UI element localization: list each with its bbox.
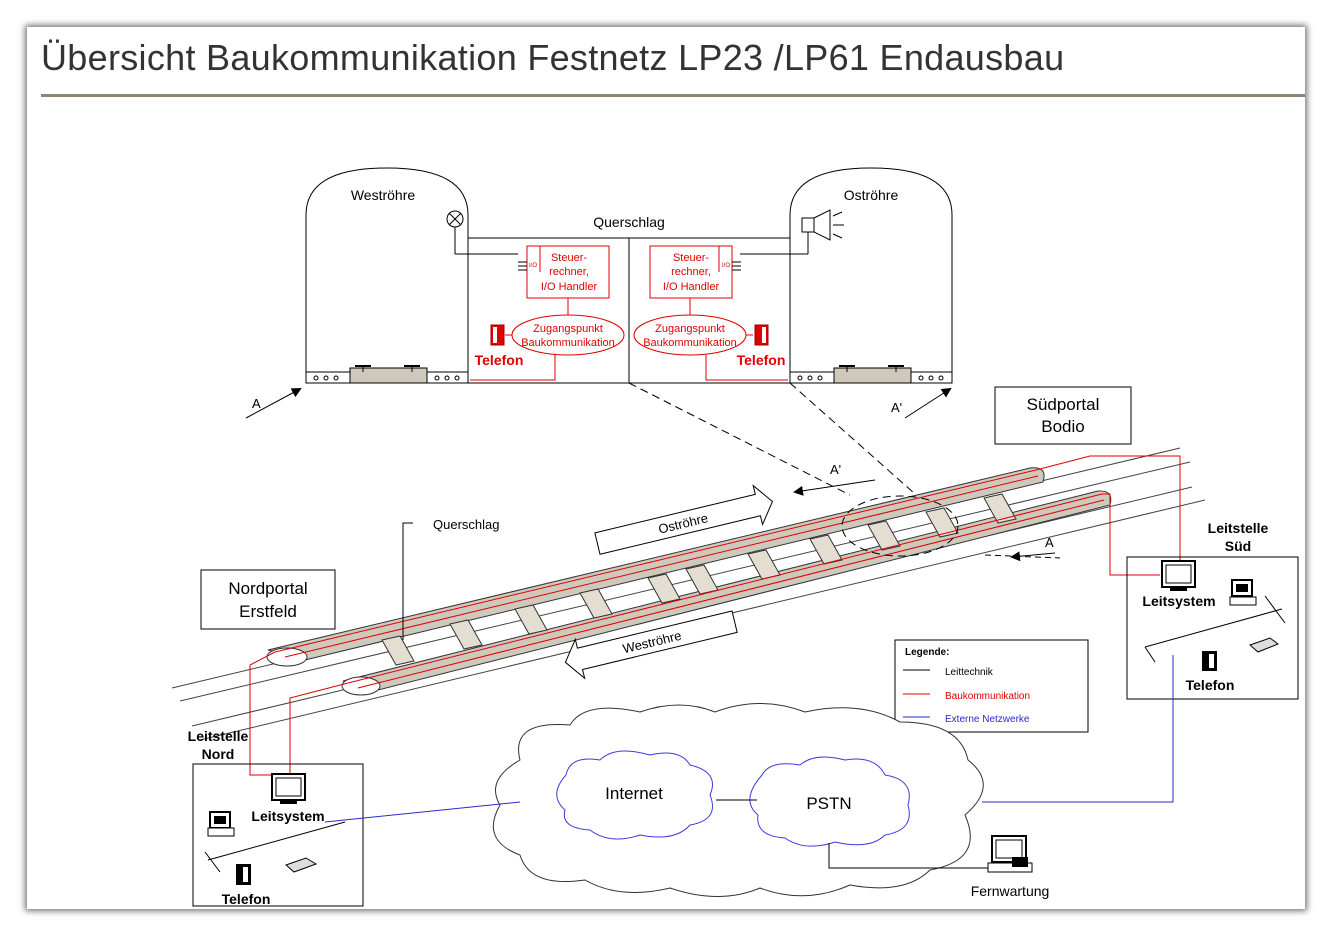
section-a-label-tunnel: A (1045, 535, 1054, 550)
printer-icon (1249, 637, 1280, 653)
controller-left-line1: Steuer- (551, 252, 587, 264)
section-a-label-top: A (252, 396, 261, 411)
lamp-icon (446, 210, 518, 255)
controller-left-io: I/O (529, 263, 537, 269)
section-a-prime-label-top: A' (891, 400, 902, 415)
east-tube-direction-arrow: Oströhre (594, 484, 774, 555)
controller-left: I/O Steuer- rechner, I/O Handler (518, 245, 610, 299)
control-north-phone: Telefon (222, 891, 271, 907)
legend-title: Legende: (905, 647, 949, 658)
east-track (789, 365, 953, 384)
internet-cloud (556, 750, 713, 840)
remote-maintenance-computer-icon (987, 835, 1033, 873)
phone-icon-right (754, 324, 769, 346)
pstn-label: PSTN (806, 794, 851, 813)
north-portal-line2: Erstfeld (239, 602, 297, 621)
access-point-left-line1: Zugangspunkt (533, 323, 603, 335)
east-tube-label: Oströhre (844, 187, 899, 203)
control-north-title1: Leitstelle (188, 728, 249, 744)
controller-right: I/O Steuer- rechner, I/O Handler (649, 245, 741, 299)
control-south-title2: Süd (1225, 538, 1251, 554)
control-north-title2: Nord (202, 746, 235, 762)
pstn-cloud (749, 756, 910, 847)
internet-label: Internet (605, 784, 663, 803)
control-room-south: Leitstelle Süd Leitsystem Telefon (982, 520, 1299, 803)
phone-label-left: Telefon (475, 352, 524, 368)
north-portal-line1: Nordportal (228, 579, 307, 598)
legend: Legende: Leittechnik Baukommunikation Ex… (894, 639, 1089, 733)
page-title: Übersicht Baukommunikation Festnetz LP23… (41, 37, 1065, 78)
speaker-icon (740, 209, 844, 255)
controller-right-line2: rechner, (671, 266, 711, 278)
control-south-title1: Leitstelle (1208, 520, 1269, 536)
phone-icon-south (1202, 651, 1217, 671)
access-point-right-line1: Zugangspunkt (655, 323, 725, 335)
west-track (305, 365, 469, 384)
east-tube-3d (267, 467, 1045, 661)
north-portal-box: Nordportal Erstfeld (200, 569, 336, 630)
phone-icon-left (490, 324, 505, 346)
printer-icon-north (285, 857, 318, 873)
controller-left-line2: rechner, (549, 266, 589, 278)
title-divider (41, 94, 1305, 97)
control-south-system: Leitsystem (1142, 593, 1215, 609)
tunnel-perspective: Querschlag Oströhre Weströhre A' A (171, 447, 1206, 741)
legend-item-3: Externe Netzwerke (945, 714, 1030, 725)
access-point-left-line2: Baukommunikation (521, 337, 615, 349)
access-point-right-line2: Baukommunikation (643, 337, 737, 349)
south-portal-line2: Bodio (1041, 417, 1084, 436)
controller-right-io: I/O (722, 263, 730, 269)
computer-icon-north (207, 811, 235, 837)
network-cloud: Internet PSTN (492, 703, 984, 897)
controller-right-line3: I/O Handler (663, 281, 720, 293)
legend-item-1: Leittechnik (945, 667, 994, 678)
monitor-icon-north (271, 773, 306, 804)
legend-item-2: Baukommunikation (945, 691, 1030, 702)
control-north-system: Leitsystem (251, 808, 324, 824)
cross-section: Weströhre Oströhre Querschlag I/O Steuer (245, 167, 953, 419)
computer-icon (1229, 579, 1257, 606)
control-south-phone: Telefon (1186, 677, 1235, 693)
controller-right-line1: Steuer- (673, 252, 709, 264)
access-point-left: Zugangspunkt Baukommunikation (511, 314, 625, 356)
control-room-north: Leitstelle Nord Leitsystem Telefon (188, 728, 521, 907)
monitor-icon (1161, 560, 1196, 591)
crosscut-label: Querschlag (593, 214, 665, 230)
west-tube-label: Weströhre (351, 187, 416, 203)
section-a-prime-label-tunnel: A' (830, 462, 841, 477)
controller-left-line3: I/O Handler (541, 281, 598, 293)
south-portal-line1: Südportal (1027, 395, 1100, 414)
phone-icon-north (236, 864, 251, 885)
west-tube-shape (305, 167, 469, 384)
access-point-right: Zugangspunkt Baukommunikation (633, 314, 747, 356)
phone-label-right: Telefon (737, 352, 786, 368)
south-portal-box: Südportal Bodio (994, 386, 1132, 445)
remote-maintenance-label: Fernwartung (971, 883, 1050, 899)
tunnel-crosscut-label: Querschlag (433, 517, 499, 532)
